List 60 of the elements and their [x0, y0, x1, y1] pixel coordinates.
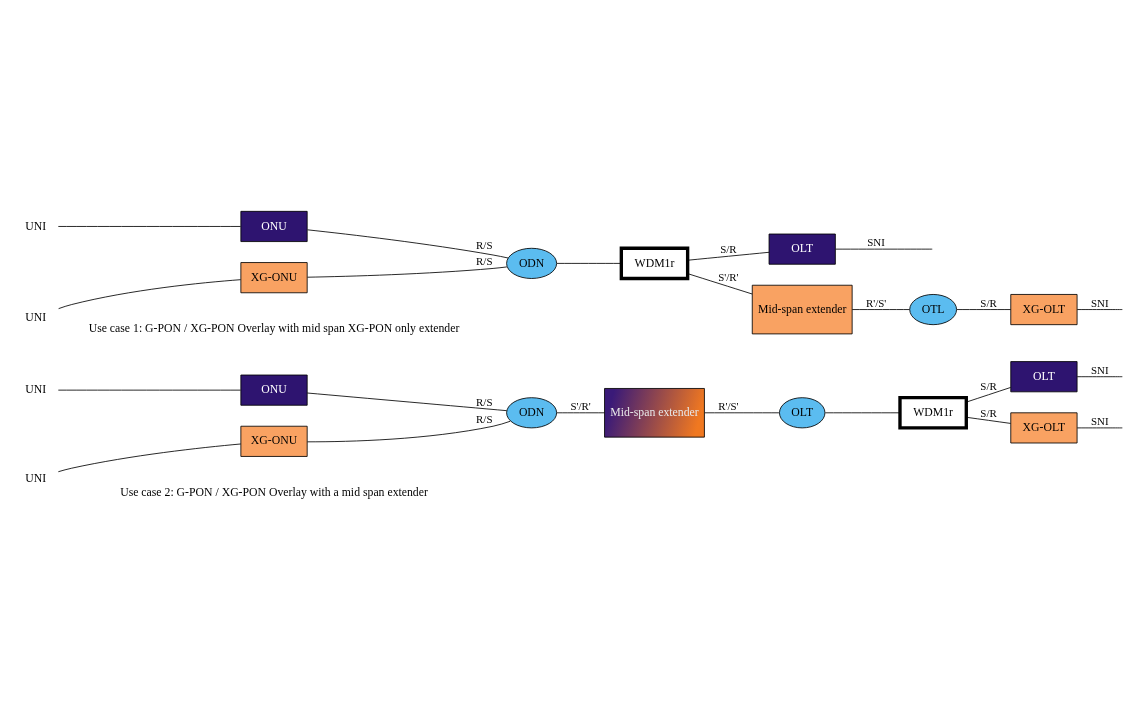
edge-label: S/R	[980, 406, 997, 419]
edge-label: S/R	[980, 296, 997, 309]
node-ellipse: ODN	[506, 397, 558, 429]
connector	[851, 309, 910, 310]
node-text: UNI	[25, 219, 47, 233]
edge-label: S'/R'	[570, 399, 591, 412]
node-box: OLT	[1010, 361, 1078, 393]
node-box: XG-ONU	[240, 262, 308, 294]
edge-label: SNI	[1090, 363, 1109, 376]
node-box: Mid-span extender	[604, 388, 705, 438]
edge-label: R/S	[476, 413, 493, 426]
connector	[556, 412, 605, 414]
edge-label: S/R	[980, 379, 997, 392]
connector	[57, 389, 241, 391]
node-box: ONU	[240, 210, 308, 242]
node-box: XG-ONU	[240, 425, 308, 457]
label: Use case 1: G-PON / XG-PON Overlay with mid span XG-PON only extender	[88, 321, 460, 335]
node-box: ONU	[240, 374, 308, 406]
connector	[687, 273, 753, 295]
connector	[704, 412, 780, 414]
node-text: UNI	[25, 383, 47, 397]
connector	[966, 416, 1011, 424]
connector	[1076, 427, 1123, 429]
label: Use case 2: G-PON / XG-PON Overlay with a mid span extender	[120, 485, 428, 499]
connector	[307, 229, 509, 259]
edge-label: S/R	[720, 242, 737, 255]
edge-label: R/S	[476, 255, 493, 268]
connector	[824, 412, 901, 414]
edge-label: SNI	[867, 236, 885, 249]
connector	[57, 226, 241, 227]
node-ellipse: OTL	[909, 294, 957, 326]
node-ellipse: OLT	[779, 397, 826, 429]
connector	[687, 251, 770, 261]
edge-label: S'/R'	[718, 271, 739, 284]
connector	[966, 387, 1011, 403]
edge-label: R/S	[476, 395, 493, 408]
node-box: XG-OLT	[1010, 294, 1078, 326]
node-box: XG-OLT	[1010, 412, 1078, 444]
connector	[1076, 376, 1123, 378]
node-box: WDM1r	[619, 246, 690, 281]
connector	[1076, 309, 1123, 310]
node-text: UNI	[25, 311, 47, 325]
edge-label: R/S	[476, 239, 493, 252]
connector	[307, 266, 508, 278]
node-text: UNI	[25, 472, 47, 486]
connector	[57, 443, 242, 473]
node-box: OLT	[768, 233, 836, 265]
connector	[556, 262, 622, 264]
edge-label: SNI	[1090, 296, 1109, 309]
edge-label: R'/S'	[718, 399, 739, 412]
edge-label: SNI	[1090, 414, 1109, 427]
connector	[306, 392, 508, 412]
node-ellipse: ODN	[506, 247, 558, 279]
connector	[307, 420, 511, 443]
node-box: Mid-span extender	[751, 284, 853, 335]
node-box: WDM1r	[898, 396, 968, 430]
connector	[956, 309, 1012, 310]
edge-label: R'/S'	[865, 296, 887, 309]
connector	[58, 279, 242, 310]
connector	[835, 248, 933, 250]
